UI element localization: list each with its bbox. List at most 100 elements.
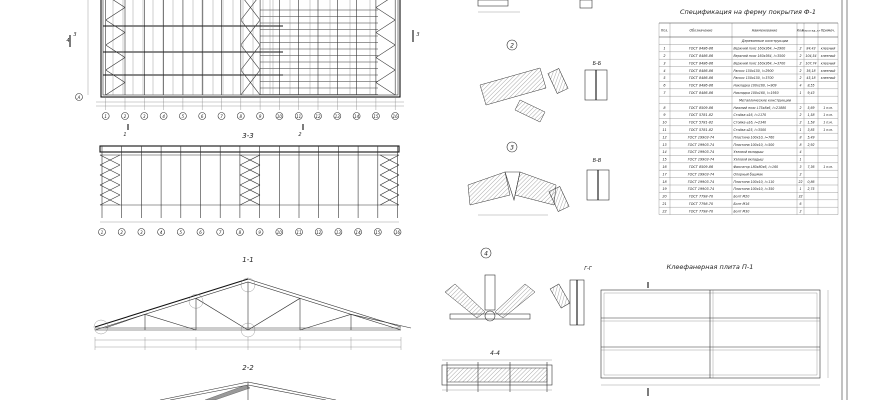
table-cell-code: ГОСТ 19903-74 bbox=[688, 172, 714, 176]
table-cell-qty: 4 bbox=[799, 84, 801, 88]
table-cell-qty: 2 bbox=[799, 69, 801, 73]
axis-marker-circle bbox=[354, 228, 362, 236]
axis-marker-circle bbox=[137, 228, 146, 236]
table-cell-name: Узловой вкладыш bbox=[734, 150, 764, 154]
plan-bracing-line bbox=[105, 82, 126, 96]
truss-top-chord bbox=[159, 381, 249, 400]
axis-marker-circle bbox=[237, 112, 245, 120]
table-cell-qty: 4 bbox=[799, 150, 801, 154]
axis-marker-circle bbox=[159, 112, 168, 120]
plan-bracing-line bbox=[105, 69, 126, 83]
table-cell-qty: 2 bbox=[799, 113, 801, 117]
detail-section bbox=[579, 0, 593, 9]
table-cell-code: ГОСТ 8509-86 bbox=[689, 165, 713, 169]
section-bracing-line bbox=[239, 164, 261, 176]
detail-member bbox=[477, 0, 509, 7]
table-cell-pos: 15 bbox=[662, 158, 666, 162]
table-cell-mass: 45,18 bbox=[806, 76, 815, 80]
axis-label: 16 bbox=[393, 114, 399, 119]
truss-top-chord bbox=[247, 381, 337, 400]
table-cell-code: ГОСТ 7798-70 bbox=[689, 209, 713, 213]
table-cell-note: клееный bbox=[821, 69, 836, 73]
table-cell-name: Стойка ⌀16, l=2340 bbox=[734, 121, 767, 125]
table-cell-pos: 22 bbox=[662, 209, 666, 213]
axis-label: 5 bbox=[182, 114, 185, 119]
table-section-heading: Металлические конструкции bbox=[739, 98, 792, 102]
axis-label: 7 bbox=[220, 114, 223, 119]
section-bracing-line bbox=[99, 154, 121, 166]
axis-marker-circle bbox=[372, 112, 380, 120]
plan-outline bbox=[100, 0, 401, 98]
table-cell-note: 1 п.м. bbox=[823, 128, 833, 132]
plan-bracing-line bbox=[375, 19, 396, 33]
plan-bracing-line bbox=[375, 32, 396, 46]
table-cell-qty: 1 bbox=[799, 128, 801, 132]
table-cell-mass: 2,75 bbox=[807, 187, 814, 191]
section-4-4-insulation bbox=[446, 367, 548, 383]
axis-marker-circle bbox=[373, 228, 382, 236]
plan-bracing-line bbox=[375, 57, 396, 71]
node-4-post bbox=[484, 274, 496, 311]
plan-bracing-line bbox=[105, 19, 126, 33]
table-cell-name: Верхний пояс 160x364, l=3500 bbox=[734, 54, 786, 58]
table-cell-pos: 11 bbox=[662, 128, 666, 132]
plan-bracing-line bbox=[375, 0, 389, 8]
table-cell-code: ГОСТ 7798-70 bbox=[689, 195, 713, 199]
table-header-cell: Масса ед.,кг bbox=[802, 29, 821, 33]
table-cell-code: ГОСТ 19903-74 bbox=[688, 135, 714, 139]
axis-marker-circle bbox=[196, 228, 205, 236]
axis-label: 16 bbox=[395, 230, 401, 235]
table-cell-qty: 32 bbox=[798, 195, 802, 199]
node-3-insert bbox=[504, 171, 521, 202]
table-cell-qty: 1 bbox=[799, 187, 801, 191]
axis-label: 15 bbox=[375, 230, 381, 235]
section-roof-slab bbox=[99, 145, 400, 153]
truss-top-chord bbox=[169, 384, 249, 400]
table-cell-code: ГОСТ 5781-82 bbox=[689, 113, 713, 117]
plan-bracing-line bbox=[105, 32, 126, 46]
truss-section-2-2 bbox=[159, 381, 337, 400]
table-cell-pos: 8 bbox=[663, 106, 666, 110]
axis-label: 8 bbox=[239, 230, 242, 235]
axis-marker-circle bbox=[236, 228, 244, 236]
axis-marker-circle bbox=[179, 112, 187, 120]
section-bracing-line bbox=[239, 174, 261, 186]
table-cell-name: Накладка 100x160, l=1950 bbox=[734, 91, 779, 95]
plan-bracing-line bbox=[375, 7, 396, 21]
table-cell-name: Пластина 100x10, l=350 bbox=[734, 187, 775, 191]
node-4-label: 4 bbox=[484, 251, 488, 258]
section-bracing-line bbox=[99, 184, 121, 196]
section-bracing-line bbox=[379, 174, 400, 186]
table-header-cell: Обозначение bbox=[690, 29, 713, 33]
truss-top-chord bbox=[94, 278, 249, 328]
table-cell-mass: 36,18 bbox=[806, 69, 815, 73]
node-callout-circle bbox=[93, 319, 109, 335]
truss-top-chord bbox=[247, 278, 402, 328]
node-4-bottom-chord bbox=[449, 313, 531, 320]
table-cell-name: Стойка ⌀25, l=3500 bbox=[734, 128, 767, 132]
table-cell-code: ГОСТ 19903-74 bbox=[688, 180, 714, 184]
axis-label: 14 bbox=[356, 230, 362, 235]
axis-marker-circle bbox=[275, 228, 284, 236]
axis-label: 1 bbox=[101, 230, 104, 235]
axis-label: 3 bbox=[140, 230, 143, 235]
table-cell-name: Пластина 100x10, l=760 bbox=[734, 135, 775, 139]
axis-marker-circle bbox=[352, 112, 361, 120]
node-callout-circle bbox=[188, 294, 204, 309]
plate-inner bbox=[603, 292, 818, 376]
table-cell-qty: 8 bbox=[799, 135, 801, 139]
table-cell-code: ГОСТ 8509-86 bbox=[689, 106, 713, 110]
table-cell-code: ГОСТ 19903-74 bbox=[688, 158, 714, 162]
table-cell-code: ГОСТ 8486-86 bbox=[689, 47, 713, 51]
table-header-cell: Поз. bbox=[661, 29, 668, 33]
plan-bracing-line bbox=[112, 0, 126, 8]
table-cell-qty: 2 bbox=[799, 172, 801, 176]
table-cell-pos: 19 bbox=[662, 187, 666, 191]
section-bracing-line bbox=[99, 164, 121, 176]
table-cell-mass: 3,85 bbox=[807, 128, 814, 132]
axis-label: 15 bbox=[373, 114, 379, 119]
axis-marker-circle bbox=[140, 112, 149, 120]
axis-label: 10 bbox=[277, 230, 283, 235]
